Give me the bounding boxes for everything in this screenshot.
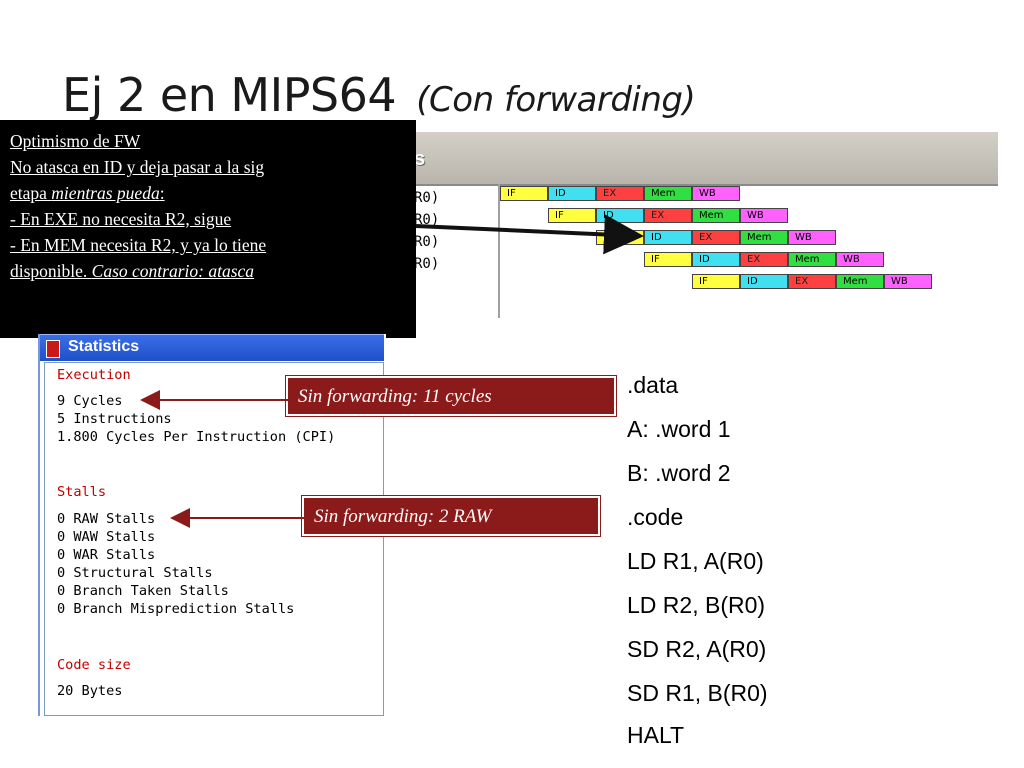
code-line: LD R2, B(R0) <box>627 592 766 618</box>
pipeline-stage-id: ID <box>692 252 740 267</box>
slide-title: Ej 2 en MIPS64 (Con forwarding) <box>62 68 696 122</box>
note-text: disponible. <box>10 261 92 281</box>
note-line: - En EXE no necesita R2, sigue <box>10 209 232 229</box>
statistics-titlebar[interactable]: Statistics <box>40 334 384 361</box>
structural-stalls: 0 Structural Stalls <box>57 565 213 581</box>
pipeline-stage-ex: EX <box>740 252 788 267</box>
pipeline-stage-wb: WB <box>884 274 932 289</box>
forwarding-arrow <box>415 214 644 255</box>
stalls-header: Stalls <box>57 484 107 500</box>
pipeline-stage-ex: EX <box>596 186 644 201</box>
code-line: SD R2, A(R0) <box>627 636 767 662</box>
code-size-value: 20 Bytes <box>57 683 123 699</box>
pipeline-stage-wb: WB <box>788 230 836 245</box>
note-line: No atasca en ID y deja pasar a la sig <box>10 157 265 177</box>
code-line: HALT <box>627 722 685 748</box>
war-stalls: 0 WAR Stalls <box>57 547 156 563</box>
code-line: .code <box>627 504 684 530</box>
pipeline-stage-mem: Mem <box>692 208 740 223</box>
note-line: Optimismo de FW <box>10 131 141 151</box>
pipeline-instruction-column: R0) R0) R0) R0) <box>410 188 496 318</box>
code-line: LD R1, A(R0) <box>627 548 764 574</box>
pipeline-stage-mem: Mem <box>740 230 788 245</box>
pipeline-stage-wb: WB <box>740 208 788 223</box>
pipeline-instruction-label: R0) <box>414 256 440 272</box>
note-text: etapa <box>10 183 52 203</box>
pipeline-separator <box>498 184 500 318</box>
note-text-italic: Caso contrario: atasca <box>91 261 255 281</box>
pipeline-stage-if: IF <box>548 208 596 223</box>
pipeline-instruction-label: R0) <box>414 234 440 250</box>
note-line: - En MEM necesita R2, y ya lo tiene <box>10 235 267 255</box>
pipeline-stage-if: IF <box>644 252 692 267</box>
pipeline-stage-mem: Mem <box>644 186 692 201</box>
note-line: disponible. Caso contrario: atasca <box>10 258 416 284</box>
statistics-panel: Execution 9 Cycles 5 Instructions 1.800 … <box>44 362 384 716</box>
cpi-value: 1.800 Cycles Per Instruction (CPI) <box>57 429 336 445</box>
pipeline-stage-ex: EX <box>788 274 836 289</box>
note-text-italic: mientras pueda <box>51 183 160 203</box>
pipeline-instruction-label: R0) <box>414 190 440 206</box>
raw-stalls: 0 RAW Stalls <box>57 511 156 527</box>
pipeline-stage-mem: Mem <box>836 274 884 289</box>
window-app-icon <box>46 340 60 358</box>
pipeline-stage-if: IF <box>692 274 740 289</box>
cycles-count: 9 Cycles <box>57 393 123 409</box>
note-line: etapa mientras pueda: <box>10 180 416 206</box>
branch-misprediction-stalls: 0 Branch Misprediction Stalls <box>57 601 295 617</box>
pipeline-stage-ex: EX <box>692 230 740 245</box>
pipeline-stage-if: IF <box>500 186 548 201</box>
pipeline-window-titlebar: s <box>410 132 998 186</box>
pipeline-stage-id: ID <box>740 274 788 289</box>
pipeline-stage-id: ID <box>644 230 692 245</box>
code-line: SD R1, B(R0) <box>627 680 768 706</box>
note-text: : <box>159 183 165 203</box>
pipeline-stage-wb: WB <box>692 186 740 201</box>
callout-raw: Sin forwarding: 2 RAW <box>302 496 600 536</box>
code-line: B: .word 2 <box>627 460 731 486</box>
code-line: A: .word 1 <box>627 416 731 442</box>
pipeline-stage-wb: WB <box>836 252 884 267</box>
pipeline-stage-mem: Mem <box>788 252 836 267</box>
statistics-title: Statistics <box>68 338 140 355</box>
pipeline-instruction-label: R0) <box>414 212 440 228</box>
pipeline-stage-id: ID <box>548 186 596 201</box>
code-line: .data <box>627 372 679 398</box>
code-size-header: Code size <box>57 657 131 673</box>
instructions-count: 5 Instructions <box>57 411 172 427</box>
execution-header: Execution <box>57 367 131 383</box>
callout-cycles: Sin forwarding: 11 cycles <box>286 376 616 416</box>
pipeline-window-title: s <box>414 148 426 170</box>
waw-stalls: 0 WAW Stalls <box>57 529 156 545</box>
slide-title-main: Ej 2 en MIPS64 <box>62 68 397 122</box>
branch-taken-stalls: 0 Branch Taken Stalls <box>57 583 229 599</box>
slide-subtitle: (Con forwarding) <box>416 80 696 120</box>
pipeline-stage-ex: EX <box>644 208 692 223</box>
forwarding-note: Optimismo de FW No atasca en ID y deja p… <box>0 120 416 338</box>
